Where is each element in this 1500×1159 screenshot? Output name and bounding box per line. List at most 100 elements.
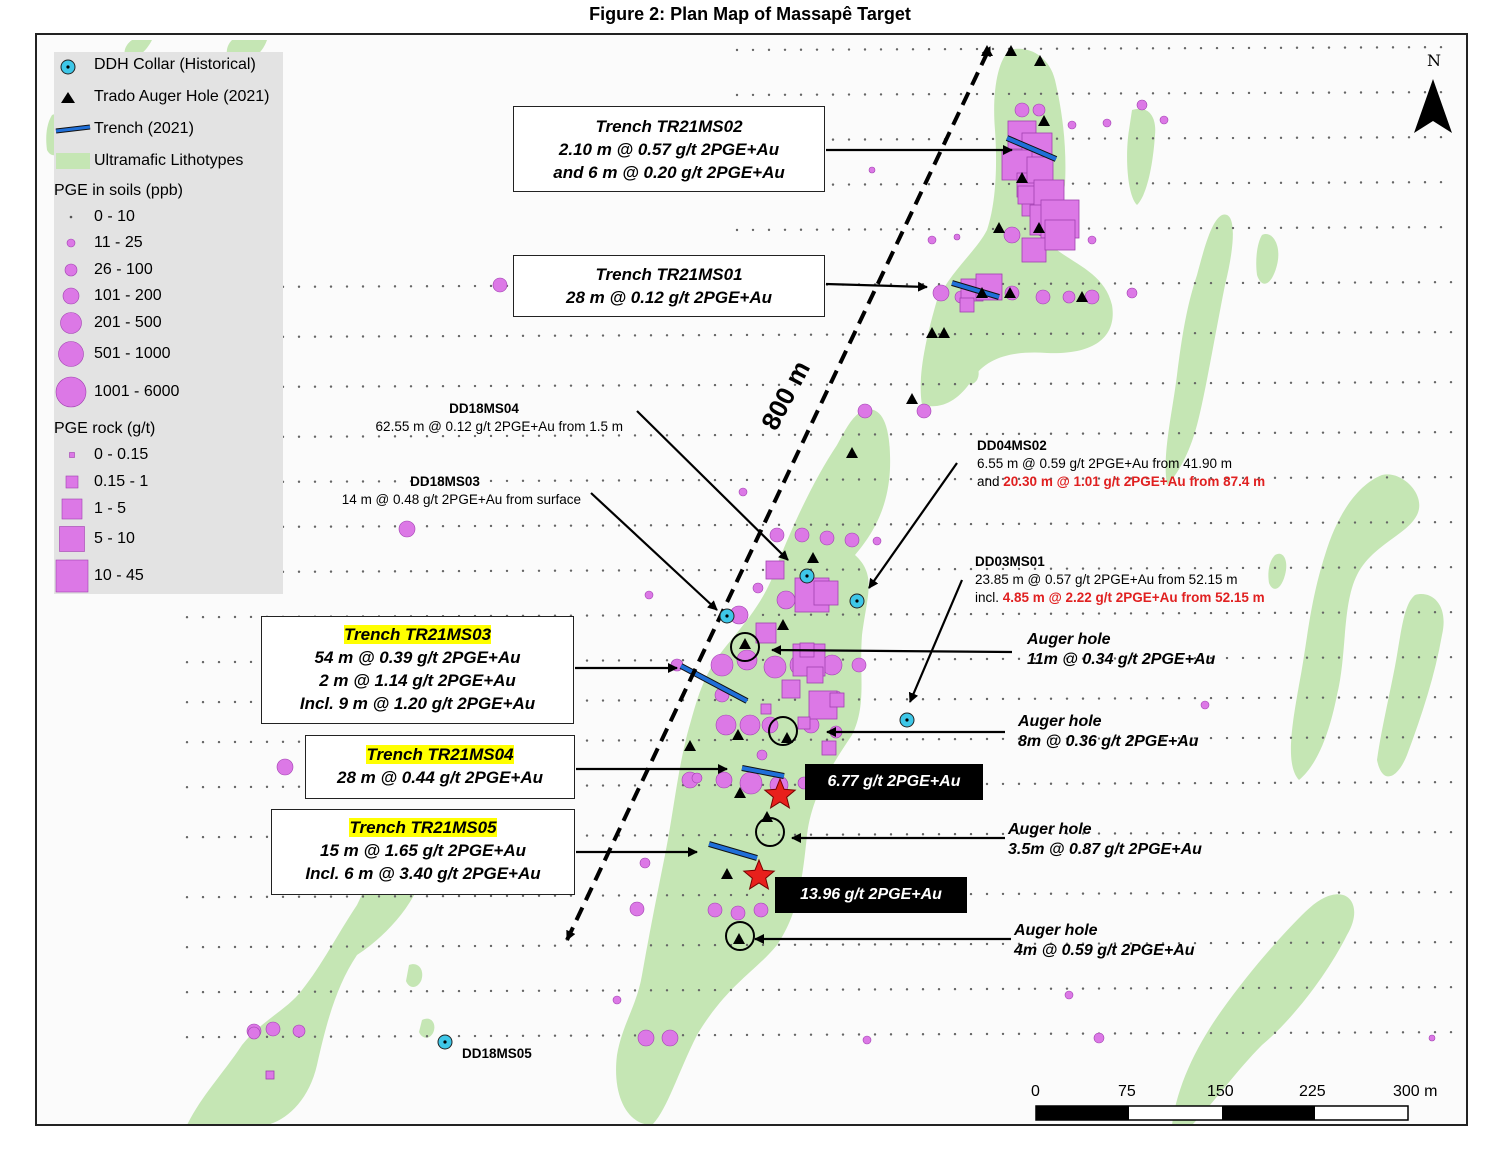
soil-dot <box>681 334 685 337</box>
pge-soil-anomaly <box>739 771 763 795</box>
soil-dot <box>697 988 701 992</box>
soil-dot <box>1161 697 1165 700</box>
map-frame[interactable]: DDH Collar (Historical) Trado Auger Hole… <box>35 33 1468 1126</box>
soil-dot <box>1097 477 1101 480</box>
soil-dot <box>521 944 525 948</box>
trench-ms04-line-1: 28 m @ 0.44 g/t 2PGE+Au <box>336 768 544 787</box>
soil-dot <box>975 47 979 51</box>
soil-dot <box>857 568 861 571</box>
map-canvas[interactable] <box>37 35 1468 1126</box>
soil-dot <box>665 569 669 572</box>
soil-dot <box>1001 382 1005 386</box>
soil-dot <box>1311 46 1315 49</box>
soil-dot <box>985 382 989 386</box>
soil-dot <box>1167 137 1171 140</box>
soil-dot <box>1177 832 1181 835</box>
soil-dot <box>1097 987 1101 990</box>
soil-dot <box>537 434 541 437</box>
soil-dot <box>425 990 429 993</box>
soil-dot <box>1327 181 1331 184</box>
dd03ms01-text-1: 23.85 m @ 0.57 g/t 2PGE+Au from 52.15 m <box>975 572 1238 587</box>
soil-dot <box>1225 566 1229 570</box>
soil-dot <box>1097 282 1101 285</box>
soil-dot <box>825 988 829 991</box>
soil-dot <box>1305 431 1309 434</box>
soil-dot <box>1081 282 1085 285</box>
soil-dot <box>697 613 701 617</box>
auger-triangle <box>739 638 751 649</box>
soil-dot <box>1161 1032 1165 1035</box>
soil-dot <box>1225 431 1229 435</box>
soil-dot <box>793 613 797 616</box>
soil-dot <box>1103 137 1107 140</box>
soil-dot <box>505 384 509 388</box>
soil-dot <box>697 568 701 572</box>
soil-dot <box>953 697 957 701</box>
soil-dot <box>441 479 445 483</box>
soil-dot <box>665 614 669 617</box>
soil-dot <box>297 435 301 438</box>
soil-dot <box>1247 46 1251 50</box>
soil-dot <box>1423 46 1427 49</box>
soil-dot <box>681 739 685 742</box>
soil-dot <box>761 893 765 897</box>
soil-dot <box>991 227 995 231</box>
soil-dot <box>729 893 733 897</box>
soil-dot <box>1033 1032 1037 1036</box>
soil-dot <box>1177 567 1181 570</box>
pge-soil-anomaly <box>857 403 873 419</box>
soil-dot <box>329 285 333 288</box>
soil-dot <box>1129 432 1133 435</box>
soil-dot <box>1391 226 1395 229</box>
soil-dot <box>937 567 941 571</box>
soil-dot <box>1369 781 1373 784</box>
soil-dot <box>585 834 589 837</box>
soil-dot <box>831 48 835 51</box>
soil-dot <box>633 784 637 787</box>
soil-dot <box>681 834 685 837</box>
soil-dot <box>1129 987 1133 990</box>
soil-dot <box>345 335 349 338</box>
pge-soil-anomaly <box>710 653 734 677</box>
soil-dot <box>937 987 941 991</box>
soil-dot <box>697 738 701 742</box>
soil-dot <box>751 228 755 232</box>
soil-dot <box>521 569 525 573</box>
soil-dot <box>665 784 669 787</box>
soil-dot <box>1001 832 1005 836</box>
soil-dot <box>233 895 237 899</box>
soil-class-circle <box>64 263 78 277</box>
soil-dot <box>1103 47 1107 50</box>
soil-dot <box>975 227 979 231</box>
soil-dot <box>1369 476 1373 479</box>
soil-dot <box>921 383 925 386</box>
soil-dot <box>361 945 365 948</box>
soil-dot <box>585 569 589 572</box>
ultramafic-body-east-3 <box>1377 594 1444 777</box>
soil-dot <box>697 893 701 897</box>
soil-dot <box>937 477 941 481</box>
soil-dot <box>1145 567 1149 570</box>
soil-dot <box>281 1035 285 1039</box>
auger-text: 3.5m @ 0.87 g/t 2PGE+Au <box>1008 841 1202 858</box>
soil-dot <box>857 698 861 701</box>
soil-dot <box>1081 477 1085 480</box>
soil-dot <box>1273 941 1277 945</box>
soil-dot <box>761 568 765 572</box>
legend-label: Ultramafic Lithotypes <box>94 152 244 169</box>
soil-dot <box>1177 432 1181 435</box>
soil-dot <box>745 988 749 992</box>
soil-dot <box>815 93 819 96</box>
pge-soil-anomaly <box>276 758 294 776</box>
soil-dot <box>1177 987 1181 990</box>
soil-dot <box>633 944 637 947</box>
soil-dot <box>953 657 957 661</box>
soil-dot <box>1001 782 1005 786</box>
soil-dot <box>1449 890 1453 894</box>
soil-dot <box>735 228 739 232</box>
soil-dot <box>1209 431 1213 435</box>
soil-dot <box>1001 432 1005 436</box>
soil-class-icon <box>55 376 87 408</box>
soil-dot <box>297 945 301 948</box>
soil-dot <box>1225 381 1229 385</box>
